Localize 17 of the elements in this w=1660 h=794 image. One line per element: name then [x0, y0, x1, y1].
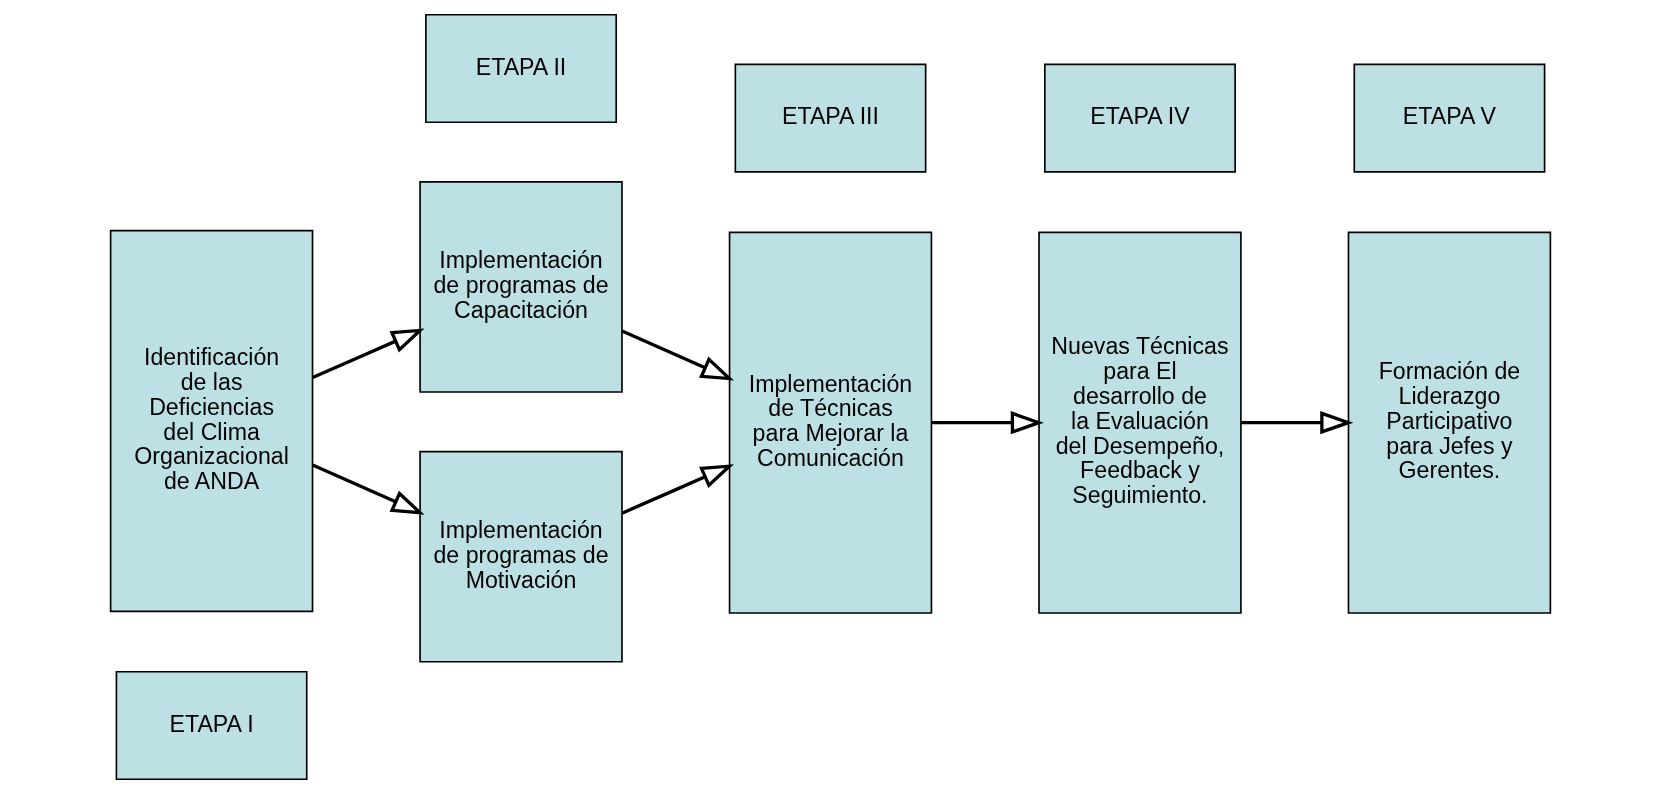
node-box: Implementación de programas de Motivación — [418, 450, 623, 663]
node-box: Implementación de programas de Capacitación — [418, 181, 623, 393]
arrow — [620, 329, 734, 381]
arrow — [931, 411, 1044, 435]
node-box: Nuevas Técnicas para El desarrollo de la Evaluación del Desempeño, Feedback y Seguimiento. — [1037, 231, 1242, 614]
arrow — [1240, 411, 1353, 435]
node-box: ETAPA IV — [1043, 63, 1236, 173]
node-box: Identificación de las Deficiencias del Clima Organizacional de ANDA — [109, 229, 313, 613]
node-box: Implementación de Técnicas para Mejorar la Comunicación — [728, 231, 932, 614]
arrow — [620, 464, 734, 515]
node-box: ETAPA III — [734, 63, 926, 173]
arrow — [311, 463, 425, 515]
node-box: ETAPA II — [424, 13, 617, 124]
node-box: Formación de Liderazgo Participativo para Jefes y Gerentes. — [1347, 231, 1551, 614]
node-box: ETAPA I — [115, 670, 308, 781]
node-box: ETAPA V — [1352, 63, 1545, 173]
arrow — [311, 328, 425, 379]
